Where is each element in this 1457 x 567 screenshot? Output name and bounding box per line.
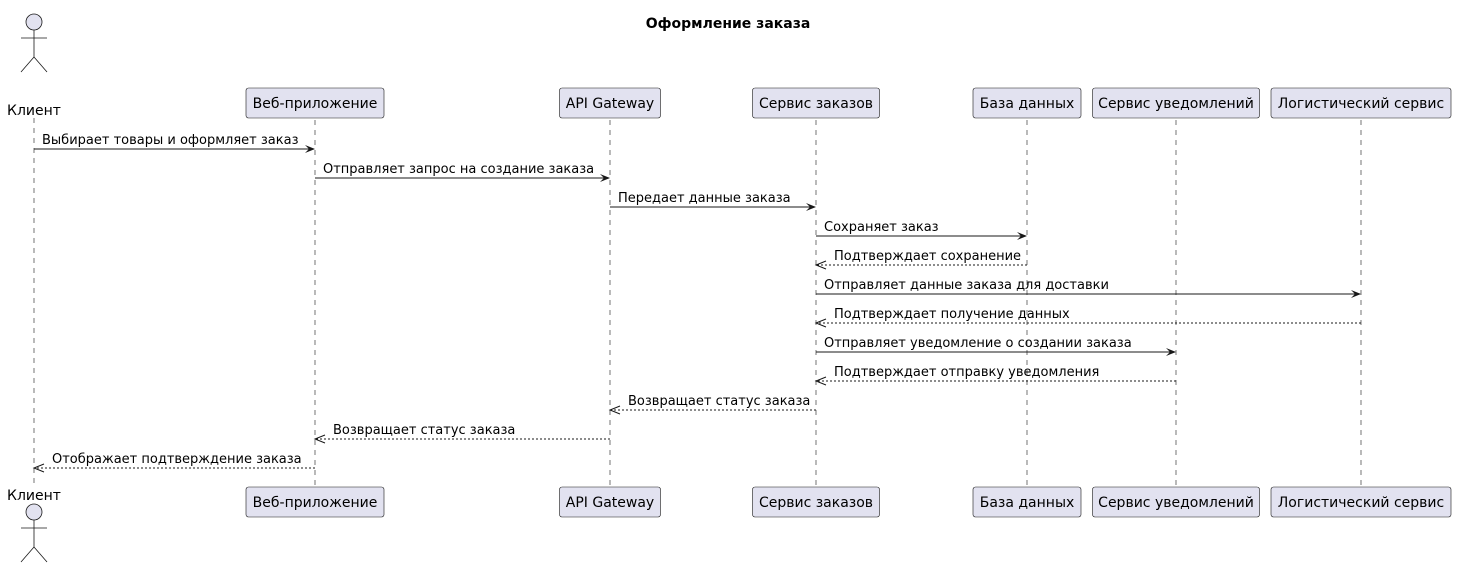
message-10: Возвращает статус заказа — [608, 394, 816, 415]
message-6: Отправляет данные заказа для доставки — [816, 278, 1361, 298]
participant-box-db: База данных — [972, 486, 1082, 518]
message-4: Сохраняет заказ — [816, 220, 1027, 240]
message-12: Отображает подтверждение заказа — [32, 452, 315, 473]
participant-label: Веб-приложение — [253, 96, 378, 112]
participant-box-webapp: Веб-приложение — [245, 87, 385, 119]
message-2: Отправляет запрос на создание заказа — [315, 162, 610, 182]
arrow-head-icon — [814, 260, 827, 270]
message-11: Возвращает статус заказа — [313, 423, 610, 444]
participant-label: База данных — [980, 495, 1075, 511]
message-label: Возвращает статус заказа — [333, 423, 515, 438]
participant-box-rect — [1270, 87, 1452, 119]
participant-label: API Gateway — [566, 495, 654, 511]
participant-label: Клиент — [7, 103, 61, 119]
participant-box-orders: Сервис заказов — [752, 486, 880, 518]
participant-box-rect — [972, 87, 1082, 119]
arrow-head-icon — [814, 376, 827, 386]
participant-box-rect — [559, 87, 661, 119]
participant-box-rect — [1270, 486, 1452, 518]
message-7: Подтверждает получение данных — [814, 307, 1361, 328]
arrow-head-icon — [1351, 290, 1361, 298]
participant-label: Клиент — [7, 488, 61, 504]
messages: Выбирает товары и оформляет заказОтправл… — [32, 133, 1361, 473]
participant-box-rect — [245, 486, 385, 518]
participant-box-rect — [972, 486, 1082, 518]
message-label: Подтверждает отправку уведомления — [834, 365, 1099, 380]
participant-box-rect — [752, 87, 880, 119]
participant-label: Логистический сервис — [1278, 96, 1444, 112]
arrow-head-icon — [305, 145, 315, 153]
participant-box-db: База данных — [972, 87, 1082, 119]
message-label: Подтверждает получение данных — [834, 307, 1070, 322]
participant-box-gateway: API Gateway — [559, 87, 661, 119]
participant-box-rect — [559, 486, 661, 518]
participant-box-rect — [752, 486, 880, 518]
message-3: Передает данные заказа — [610, 191, 816, 211]
message-label: Передает данные заказа — [618, 191, 791, 206]
participant-box-logistics: Логистический сервис — [1270, 486, 1452, 518]
arrow-head-icon — [814, 318, 827, 328]
participant-box-rect — [1092, 486, 1260, 518]
participant-label: API Gateway — [566, 96, 654, 112]
message-9: Подтверждает отправку уведомления — [814, 365, 1176, 386]
participant-label: Логистический сервис — [1278, 495, 1444, 511]
participant-label: База данных — [980, 96, 1075, 112]
participant-label: Сервис уведомлений — [1098, 495, 1254, 511]
participant-box-orders: Сервис заказов — [752, 87, 880, 119]
arrow-head-icon — [608, 405, 621, 415]
message-label: Отправляет данные заказа для доставки — [824, 278, 1109, 293]
participant-box-notify: Сервис уведомлений — [1092, 87, 1260, 119]
participant-box-logistics: Логистический сервис — [1270, 87, 1452, 119]
message-label: Возвращает статус заказа — [628, 394, 810, 409]
participant-label: Сервис заказов — [759, 96, 873, 112]
participant-box-rect — [245, 87, 385, 119]
participant-label: Сервис заказов — [759, 495, 873, 511]
actor-bottom-client-icon — [20, 503, 48, 563]
message-8: Отправляет уведомление о создании заказа — [816, 336, 1176, 356]
lifelines — [33, 118, 1362, 486]
arrow-head-icon — [313, 434, 326, 444]
arrow-head-icon — [1166, 348, 1176, 356]
participant-box-webapp: Веб-приложение — [245, 486, 385, 518]
message-5: Подтверждает сохранение — [814, 249, 1027, 270]
participant-box-rect — [1092, 87, 1260, 119]
diagram-title: Оформление заказа — [646, 16, 811, 32]
message-label: Отображает подтверждение заказа — [52, 452, 302, 467]
arrow-head-icon — [32, 463, 45, 473]
participant-label: Веб-приложение — [253, 495, 378, 511]
actor-top-client-icon — [20, 13, 48, 73]
message-1: Выбирает товары и оформляет заказ — [34, 133, 315, 153]
arrow-head-icon — [1017, 232, 1027, 240]
participant-box-gateway: API Gateway — [559, 486, 661, 518]
message-label: Отправляет запрос на создание заказа — [323, 162, 594, 177]
message-label: Выбирает товары и оформляет заказ — [42, 133, 299, 148]
message-label: Подтверждает сохранение — [834, 249, 1021, 264]
participant-box-notify: Сервис уведомлений — [1092, 486, 1260, 518]
participant-label: Сервис уведомлений — [1098, 96, 1254, 112]
message-label: Сохраняет заказ — [824, 220, 939, 235]
arrow-head-icon — [600, 174, 610, 182]
arrow-head-icon — [806, 203, 816, 211]
message-label: Отправляет уведомление о создании заказа — [824, 336, 1132, 351]
participants: КлиентКлиентВеб-приложениеВеб-приложение… — [7, 13, 1452, 563]
